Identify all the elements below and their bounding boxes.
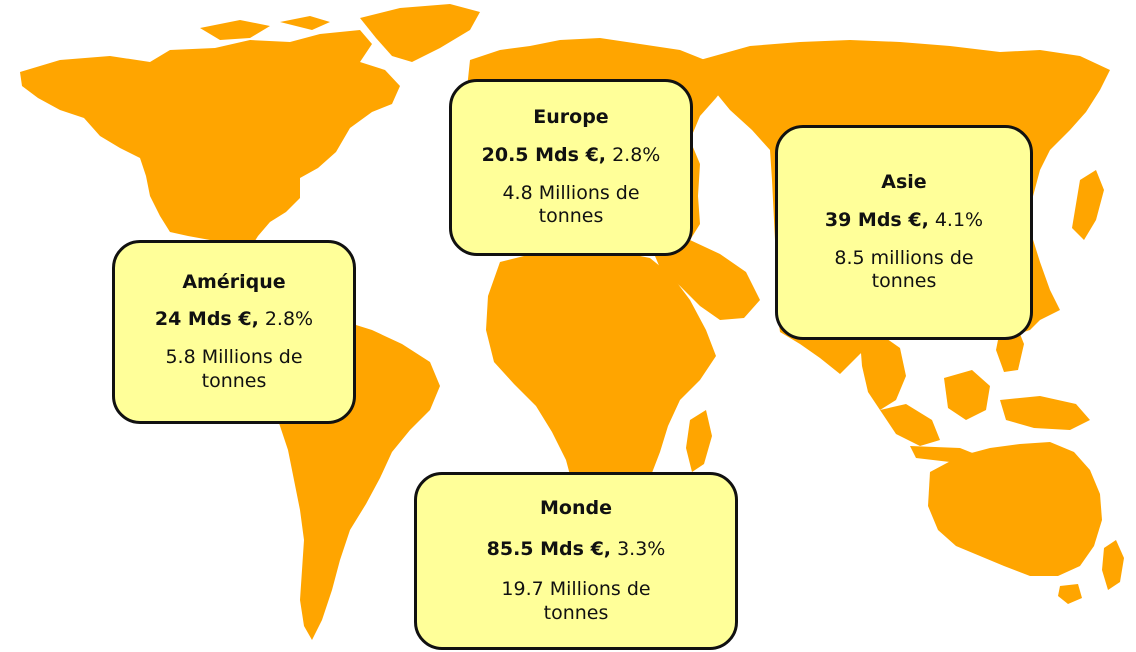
landmass-africa (486, 250, 716, 548)
volume-asie-line1: 8.5 millions de (834, 246, 974, 269)
landmass-tasmania (1058, 584, 1082, 604)
market-value-monde: 85.5 Mds €, (486, 538, 612, 561)
region-name-monde: Monde (540, 496, 612, 519)
landmass-middle-east (650, 240, 760, 320)
growth-rate-amerique: 2.8% (264, 308, 314, 331)
volume-europe-line2: tonnes (538, 205, 604, 228)
region-name-asie: Asie (881, 171, 927, 193)
callout-europe: Europe 20.5 Mds €, 2.8% 4.8 Millions de … (449, 79, 693, 256)
market-value-europe: 20.5 Mds €, (481, 143, 607, 166)
market-value-line-amerique: 24 Mds €, 2.8% (155, 308, 313, 332)
region-name-europe: Europe (533, 106, 609, 128)
market-value-asie: 39 Mds €, (824, 208, 929, 231)
volume-europe-line1: 4.8 Millions de (502, 181, 640, 204)
landmass-sumatra (880, 404, 940, 446)
growth-rate-asie: 4.1% (934, 208, 984, 231)
market-value-line-europe: 20.5 Mds €, 2.8% (482, 144, 661, 168)
landmass-new-zealand (1102, 540, 1124, 590)
callout-amerique: Amérique 24 Mds €, 2.8% 5.8 Millions de … (112, 240, 356, 424)
landmass-borneo (944, 370, 990, 420)
callout-asie: Asie 39 Mds €, 4.1% 8.5 millions de tonn… (775, 125, 1033, 340)
landmass-indochina (860, 334, 906, 410)
volume-amerique-line2: tonnes (201, 369, 267, 392)
landmass-madagascar (686, 410, 712, 472)
market-value-line-asie: 39 Mds €, 4.1% (825, 209, 983, 233)
volume-monde-line1: 19.7 Millions de (501, 578, 651, 600)
market-value-amerique: 24 Mds €, (154, 308, 259, 331)
volume-monde-line2: tonnes (543, 601, 609, 624)
landmass-australia (928, 442, 1102, 576)
landmass-japan (1072, 170, 1104, 240)
region-name-amerique: Amérique (182, 270, 286, 293)
landmass-new-guinea (1000, 396, 1090, 430)
volume-amerique-line1: 5.8 Millions de (165, 346, 303, 368)
landmass-arctic-islands (200, 16, 330, 40)
volume-asie-line2: tonnes (871, 270, 937, 293)
market-value-line-monde: 85.5 Mds €, 3.3% (487, 538, 666, 562)
growth-rate-monde: 3.3% (617, 538, 666, 561)
callout-monde: Monde 85.5 Mds €, 3.3% 19.7 Millions de … (414, 472, 738, 650)
landmass-north-america (20, 30, 400, 252)
landmass-greenland (360, 4, 480, 62)
growth-rate-europe: 2.8% (612, 143, 661, 166)
